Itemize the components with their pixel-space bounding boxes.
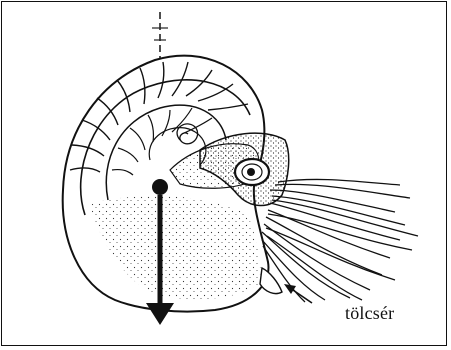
nautilus-eye bbox=[235, 159, 269, 185]
nautilus-tentacles bbox=[262, 179, 418, 302]
funnel-shape bbox=[260, 268, 282, 294]
center-of-mass-dot bbox=[152, 179, 168, 195]
funnel-label: tölcsér bbox=[345, 303, 394, 324]
